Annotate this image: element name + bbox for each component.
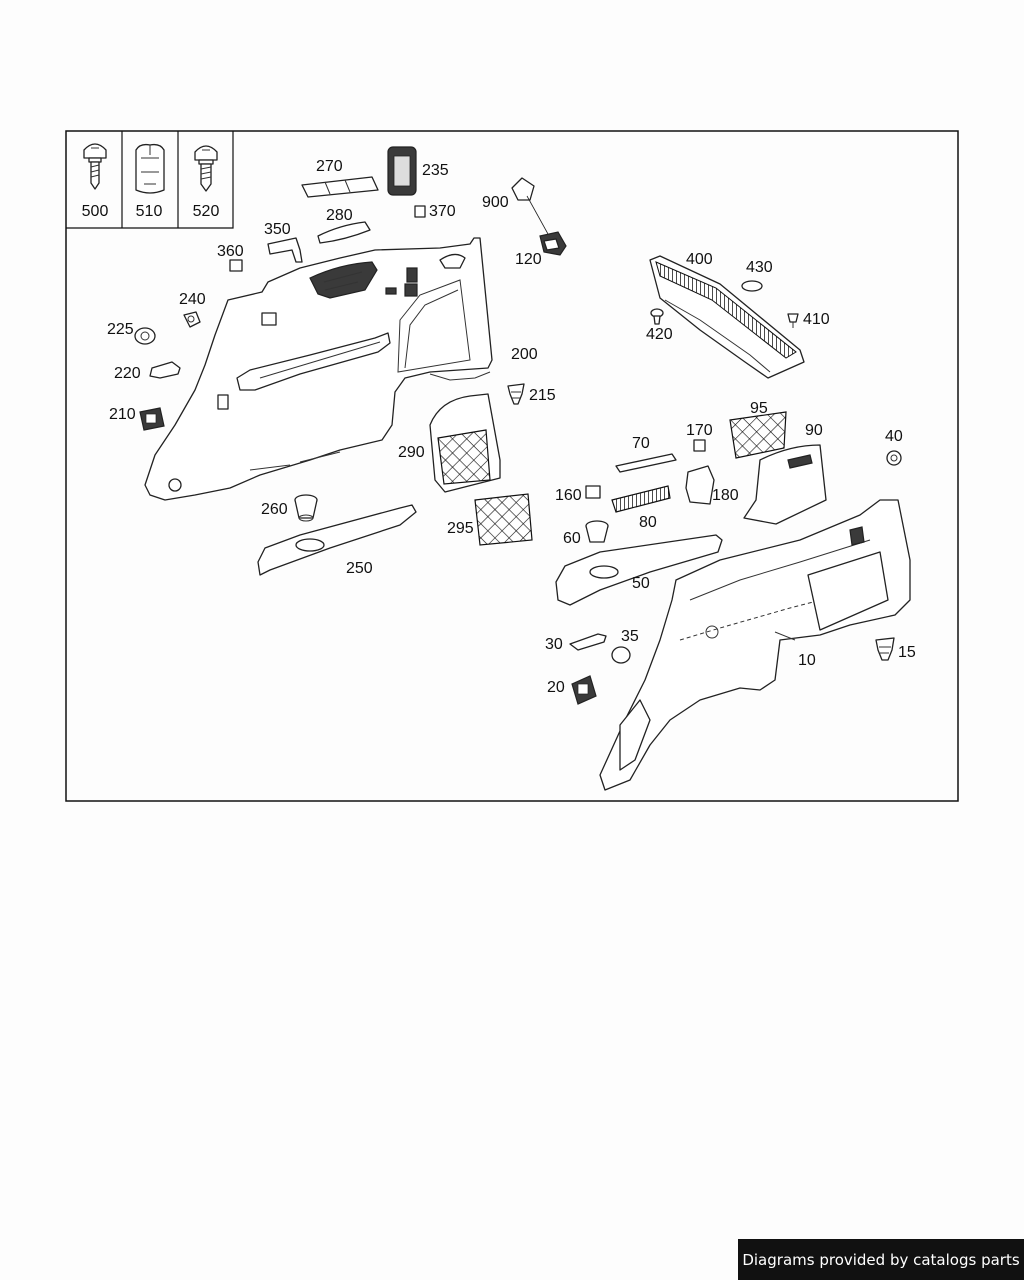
callout-20: 20 [547, 679, 565, 696]
part-250 [257, 504, 417, 576]
callout-70: 70 [632, 435, 650, 452]
callout-220: 220 [114, 365, 141, 382]
callout-35: 35 [621, 628, 639, 645]
part-225 [134, 327, 156, 345]
callout-350: 350 [264, 221, 291, 238]
callout-120: 120 [515, 251, 542, 268]
callout-280: 280 [326, 207, 353, 224]
callout-215: 215 [529, 387, 556, 404]
part-50 [555, 534, 723, 606]
legend-label-500: 500 [82, 203, 109, 220]
part-430 [741, 280, 763, 292]
callout-900: 900 [482, 194, 509, 211]
part-160 [585, 485, 601, 499]
part-90 [743, 444, 827, 525]
callout-410: 410 [803, 311, 830, 328]
part-360 [229, 259, 243, 272]
part-235 [387, 146, 417, 196]
part-95 [729, 411, 787, 459]
callout-30: 30 [545, 636, 563, 653]
legend-label-510: 510 [136, 203, 163, 220]
callout-160: 160 [555, 487, 582, 504]
callout-240: 240 [179, 291, 206, 308]
part-290 [429, 393, 501, 493]
callout-60: 60 [563, 530, 581, 547]
part-240 [183, 311, 201, 328]
callout-90: 90 [805, 422, 823, 439]
callout-200: 200 [511, 346, 538, 363]
part-120 [539, 231, 567, 256]
callout-225: 225 [107, 321, 134, 338]
part-260 [294, 494, 318, 522]
part-270 [301, 176, 379, 198]
callout-290: 290 [398, 444, 425, 461]
footer-attribution: Diagrams provided by catalogs parts [738, 1239, 1024, 1280]
screw-500-icon [83, 143, 107, 190]
part-10 [599, 499, 911, 791]
callout-170: 170 [686, 422, 713, 439]
part-80 [611, 485, 671, 513]
part-900 [511, 177, 549, 235]
part-370 [414, 205, 426, 218]
callout-40: 40 [885, 428, 903, 445]
part-70 [615, 453, 677, 473]
callout-80: 80 [639, 514, 657, 531]
callout-50: 50 [632, 575, 650, 592]
part-15 [875, 637, 895, 661]
callout-15: 15 [898, 644, 916, 661]
part-60 [585, 520, 609, 543]
callout-420: 420 [646, 326, 673, 343]
fastener-legend-box [66, 131, 234, 229]
legend-label-520: 520 [193, 203, 220, 220]
callout-360: 360 [217, 243, 244, 260]
part-210 [139, 407, 165, 431]
callout-370: 370 [429, 203, 456, 220]
callout-295: 295 [447, 520, 474, 537]
part-280 [317, 221, 371, 244]
part-410 [787, 313, 799, 328]
callout-260: 260 [261, 501, 288, 518]
callout-180: 180 [712, 487, 739, 504]
part-350 [267, 237, 303, 263]
part-215 [507, 383, 525, 405]
diagram-frame [65, 130, 959, 802]
part-20 [571, 675, 597, 705]
part-40 [886, 450, 902, 466]
screw-520-icon [194, 145, 218, 192]
part-170 [693, 439, 706, 452]
part-180 [685, 465, 715, 505]
clip-510-icon [135, 143, 165, 194]
part-400 [649, 255, 805, 379]
callout-210: 210 [109, 406, 136, 423]
left-side-trim-panel [144, 237, 493, 501]
callout-400: 400 [686, 251, 713, 268]
part-30 [569, 633, 607, 651]
part-35 [611, 646, 631, 664]
part-295 [474, 493, 533, 546]
callout-235: 235 [422, 162, 449, 179]
callout-430: 430 [746, 259, 773, 276]
callout-250: 250 [346, 560, 373, 577]
part-420 [650, 308, 664, 325]
callout-270: 270 [316, 158, 343, 175]
part-220 [149, 361, 181, 379]
callout-10: 10 [798, 652, 816, 669]
callout-95: 95 [750, 400, 768, 417]
